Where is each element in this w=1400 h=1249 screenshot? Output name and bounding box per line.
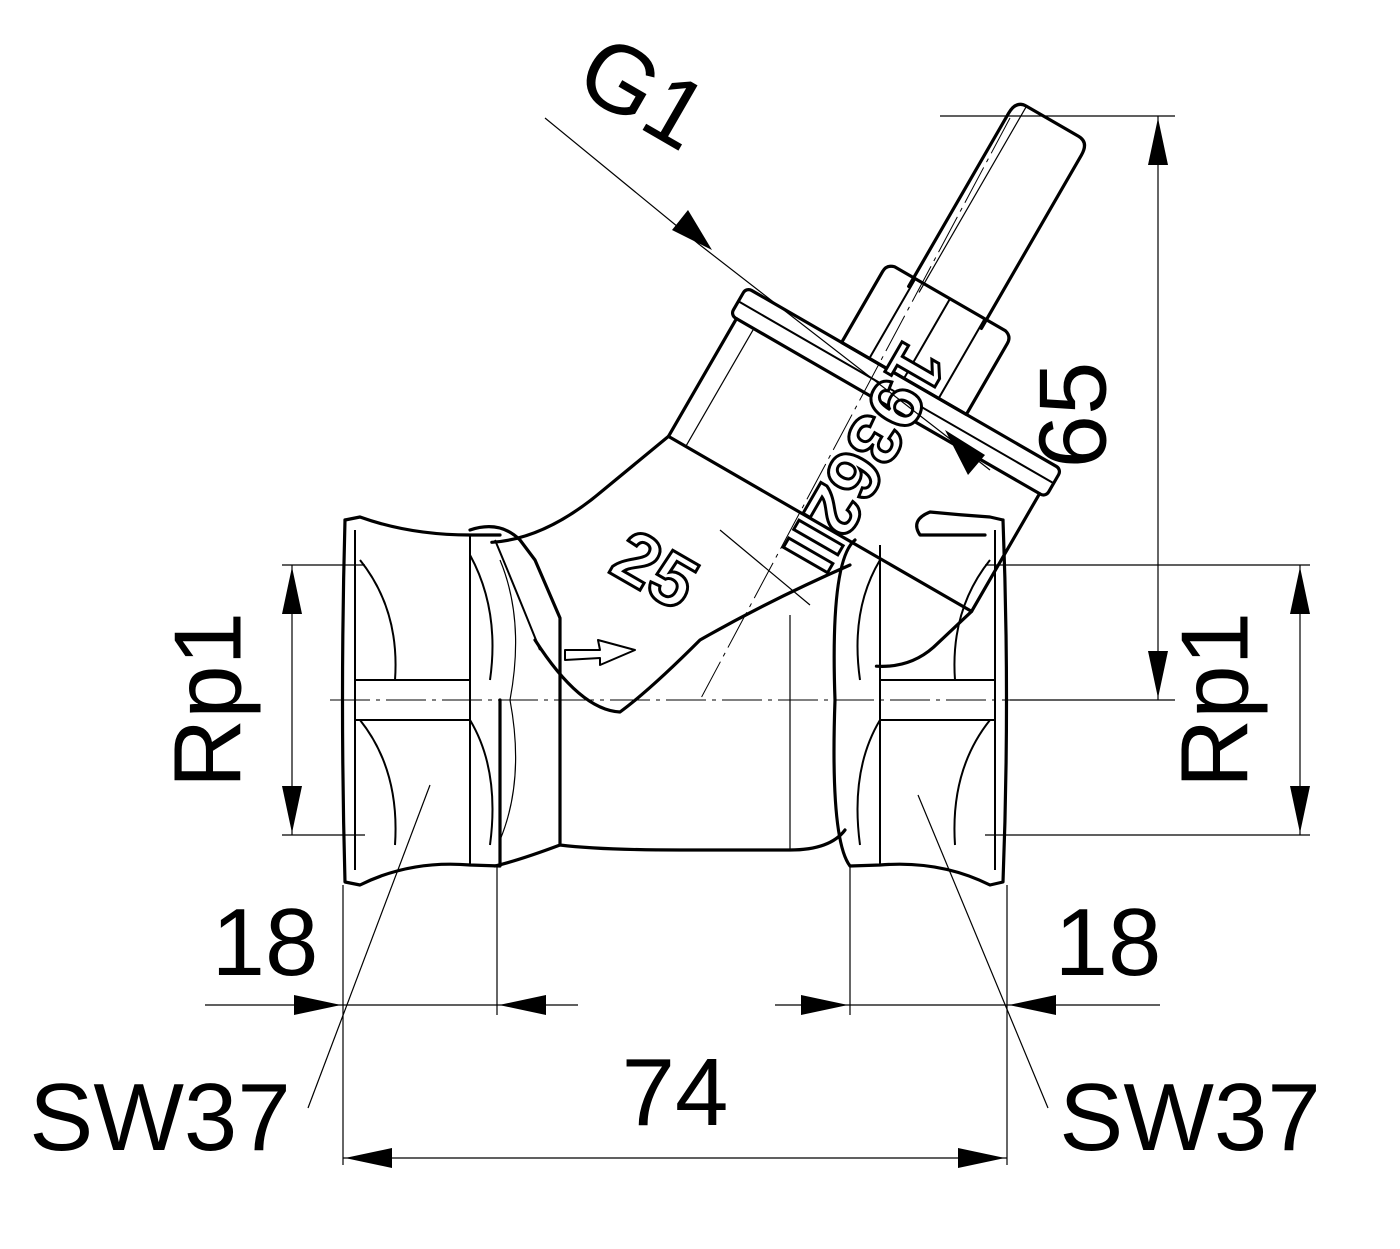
left-hex-end	[340, 515, 517, 887]
nominal-size-text: 25	[599, 513, 712, 626]
thread-depth-right-label: 18	[1055, 889, 1162, 996]
dimension-bonnet-diameter	[699, 244, 991, 475]
wrench-size-left: SW37	[29, 784, 431, 1171]
dimension-rp1-right: Rp1	[985, 564, 1310, 836]
rp1-right-label: Rp1	[1161, 612, 1268, 788]
center-lines	[330, 117, 1020, 701]
wrench-right-label: SW37	[1059, 1064, 1320, 1171]
thread-depth-left-label: 18	[212, 889, 319, 996]
wrench-size-right: SW37	[917, 794, 1321, 1171]
valve-body: 25	[468, 512, 852, 868]
dimension-height: 65	[940, 115, 1175, 701]
dimension-g1: G1	[544, 14, 725, 250]
flow-direction-icon	[564, 639, 636, 666]
length-label: 74	[622, 1039, 729, 1146]
right-hex-end	[832, 510, 1009, 887]
rp1-left-label: Rp1	[154, 612, 261, 788]
packing-nut	[840, 264, 1011, 417]
height-label: 65	[1019, 362, 1126, 469]
g1-label: G1	[561, 14, 725, 171]
valve-stem	[907, 102, 1087, 331]
article-number-text: 19362II	[767, 330, 962, 585]
dimension-thread-depth-right: 18	[775, 865, 1161, 1165]
wrench-left-label: SW37	[29, 1064, 290, 1171]
dimension-thread-depth-left: 18	[205, 865, 578, 1015]
dimension-rp1-left: Rp1	[154, 564, 365, 836]
dimension-length: 74	[342, 1015, 1007, 1168]
article-number-marking: 19362II	[766, 328, 964, 586]
